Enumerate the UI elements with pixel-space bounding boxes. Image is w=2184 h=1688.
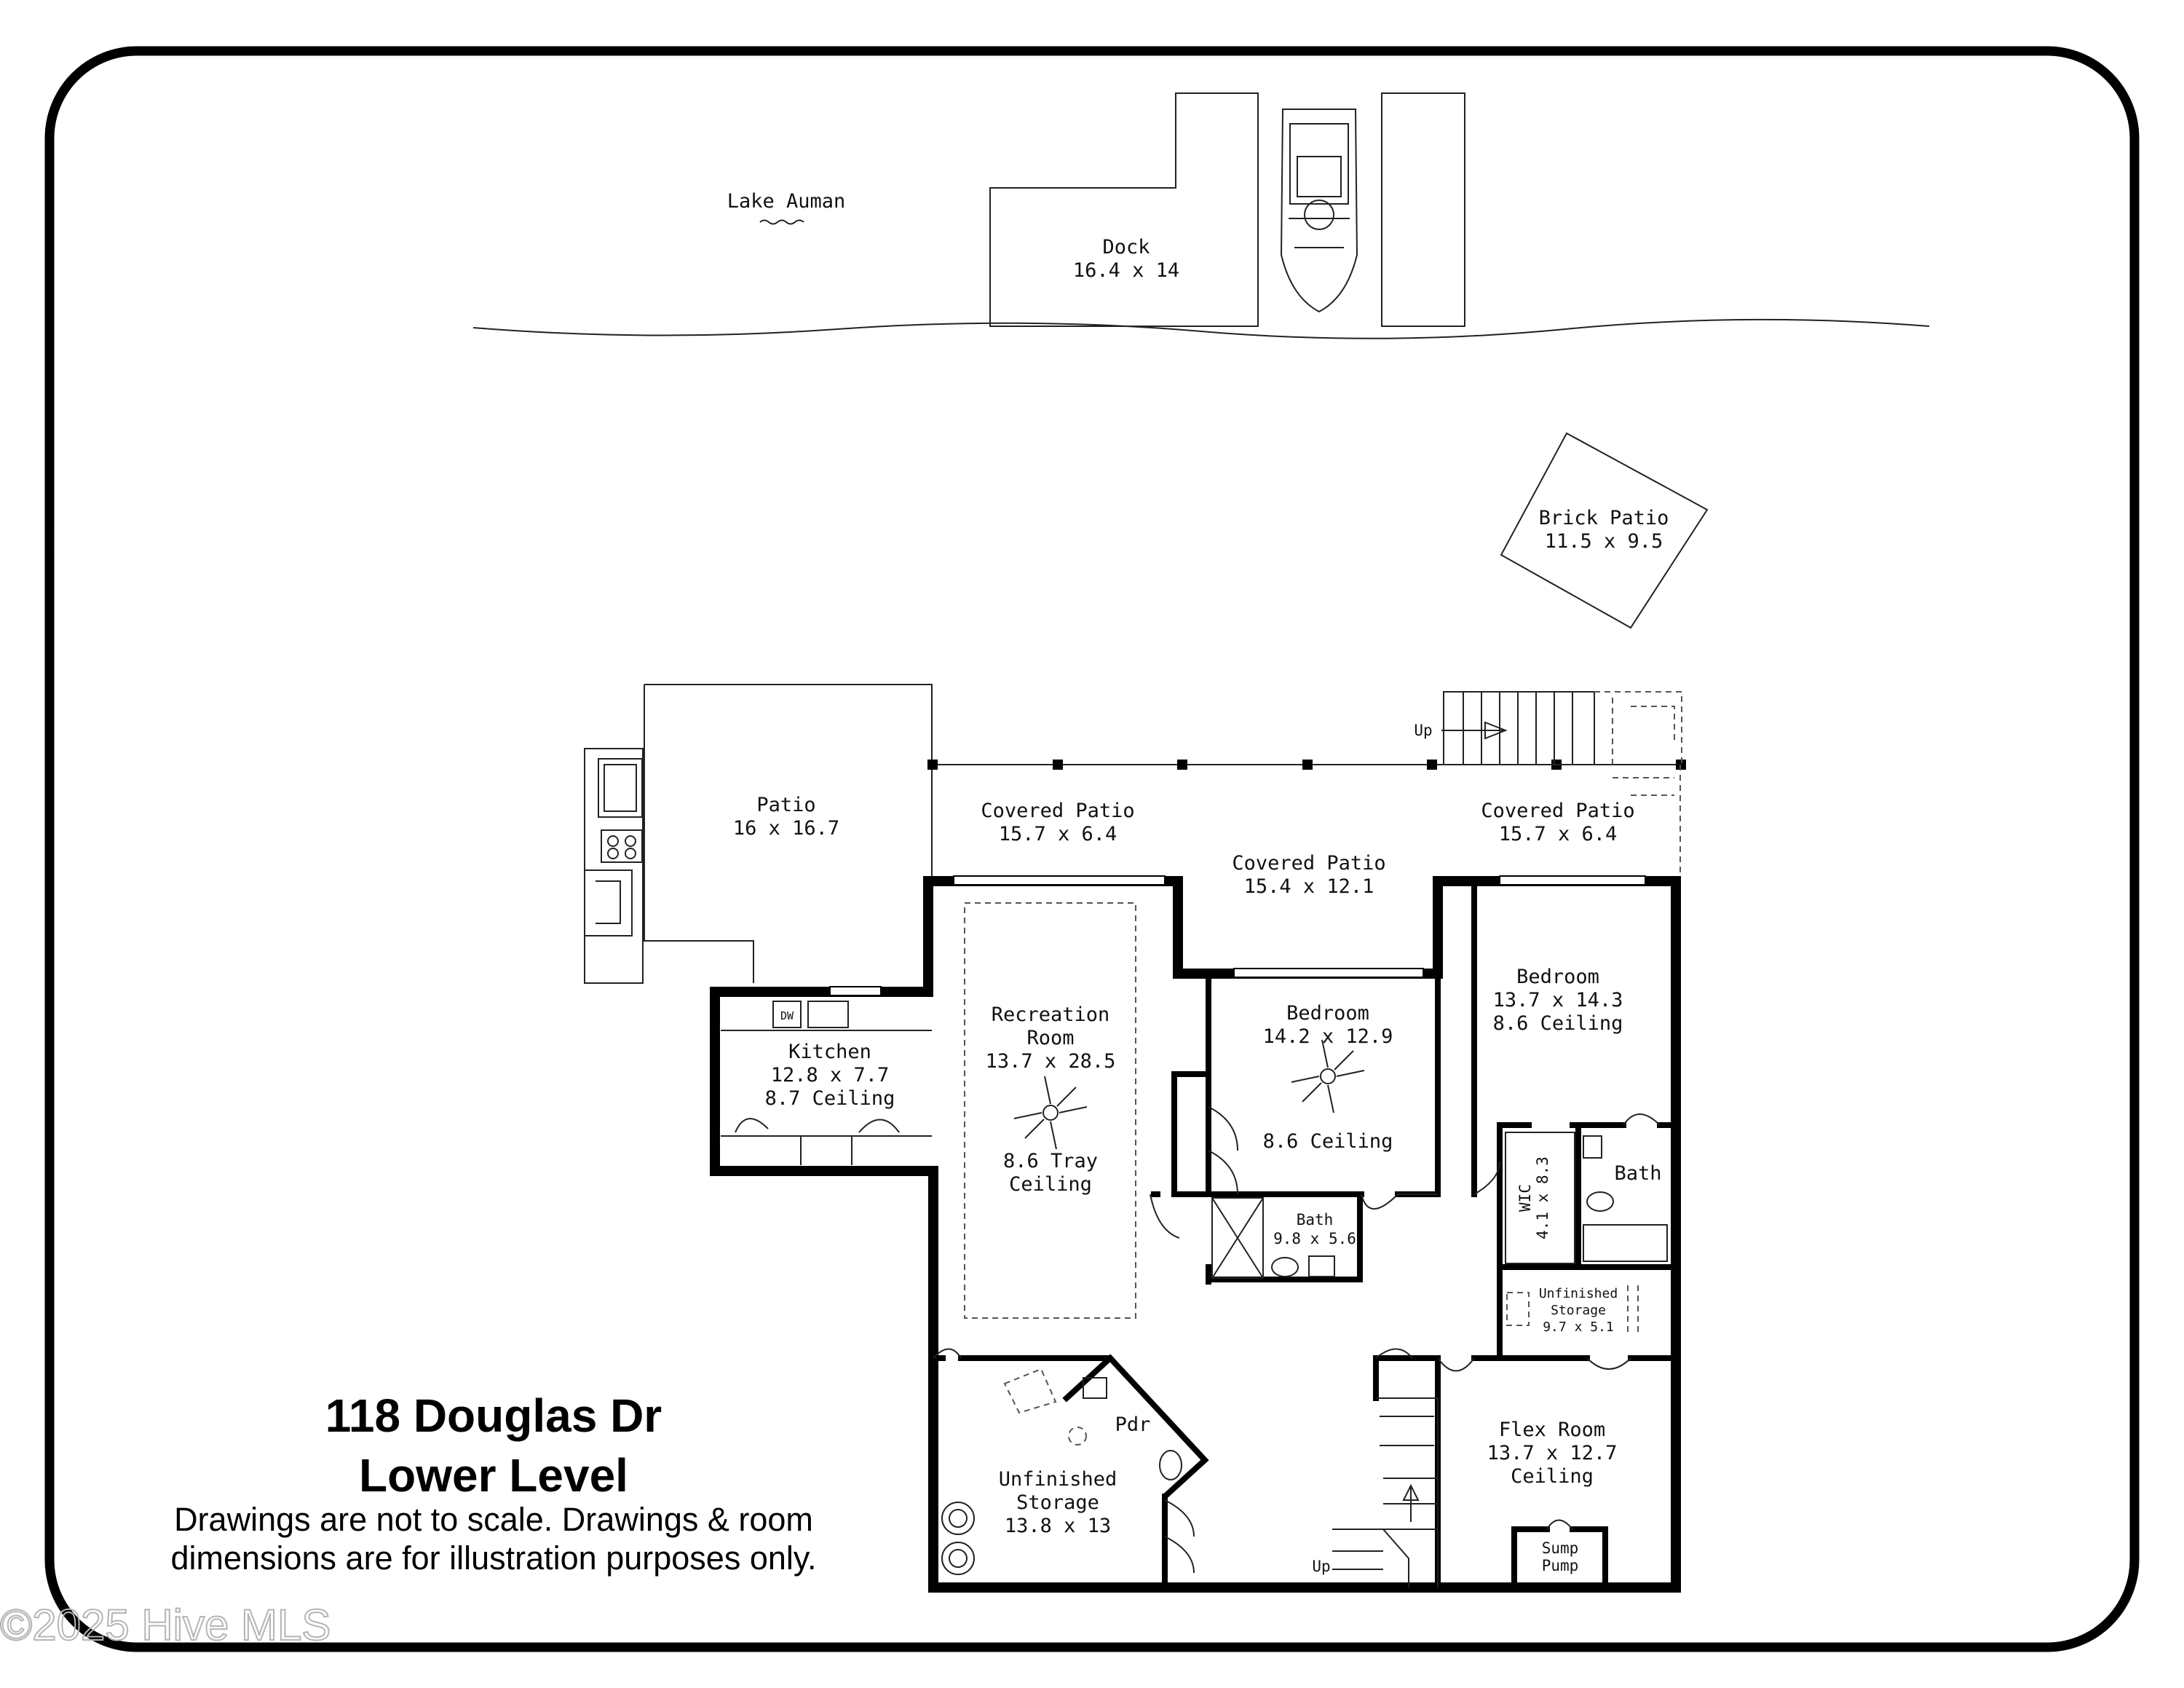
vanity-icon bbox=[1583, 1135, 1602, 1159]
bath-right-label: Bath bbox=[1614, 1162, 1661, 1185]
recreation-room-ceiling: 8.6 Tray bbox=[1003, 1150, 1098, 1172]
fireplace-icon bbox=[585, 869, 633, 936]
frame-border bbox=[44, 46, 2140, 1652]
stairs-up-bottom-label: Up bbox=[1312, 1558, 1330, 1575]
recreation-room-label: Recreation bbox=[992, 1003, 1110, 1026]
bathtub-icon bbox=[1583, 1224, 1668, 1262]
covered-patio-left-label: Covered Patio bbox=[981, 800, 1134, 822]
water-heater-icon bbox=[941, 1502, 975, 1535]
toilet-icon bbox=[1271, 1257, 1299, 1277]
wic-shelf bbox=[1505, 1132, 1575, 1264]
dock-outline bbox=[989, 92, 1259, 327]
stairs-up-top-label: Up bbox=[1414, 722, 1432, 739]
powder-room-label: Pdr bbox=[1115, 1413, 1151, 1436]
wic-label: WIC bbox=[1516, 1184, 1534, 1212]
bath-center-size: 9.8 x 5.6 bbox=[1273, 1230, 1356, 1247]
bedroom-right-ceiling: 8.6 Ceiling bbox=[1493, 1012, 1623, 1035]
covered-patio-left-size: 15.7 x 6.4 bbox=[999, 823, 1117, 845]
wic-size: 4.1 x 8.3 bbox=[1534, 1156, 1551, 1239]
bedroom-right-size: 13.7 x 14.3 bbox=[1493, 989, 1623, 1011]
unfinished-small-label: Unfinished bbox=[1539, 1286, 1618, 1301]
brick-patio-size: 11.5 x 9.5 bbox=[1545, 530, 1663, 553]
patio-size: 16 x 16.7 bbox=[733, 817, 839, 840]
unfinished-small-size: 9.7 x 5.1 bbox=[1543, 1320, 1614, 1335]
covered-patio-right-size: 15.7 x 6.4 bbox=[1499, 823, 1618, 845]
interior-walls bbox=[930, 878, 1679, 1590]
brick-patio-label: Brick Patio bbox=[1539, 507, 1669, 529]
ceiling-fan-icon bbox=[1291, 1039, 1365, 1113]
kitchen-ceiling: 8.7 Ceiling bbox=[765, 1087, 895, 1110]
level-title: Lower Level bbox=[359, 1449, 628, 1502]
sink-icon bbox=[807, 1001, 849, 1028]
dishwasher-icon bbox=[772, 1001, 802, 1028]
dock-slip-pier bbox=[1381, 92, 1465, 327]
storage-shelf-outline bbox=[1506, 1292, 1530, 1326]
boat-icon bbox=[1280, 109, 1358, 313]
water-heater-icon bbox=[941, 1542, 975, 1575]
wic-label-group: WIC 4.1 x 8.3 bbox=[1516, 1156, 1551, 1239]
recreation-room-label-2: Room bbox=[1026, 1027, 1074, 1049]
dishwasher-label: DW bbox=[780, 1009, 794, 1022]
exterior-stairs-up bbox=[1441, 691, 1682, 796]
covered-patio-center-label: Covered Patio bbox=[1232, 852, 1385, 875]
recreation-room-ceiling-2: Ceiling bbox=[1009, 1173, 1092, 1196]
sump-pump-label: Sump bbox=[1542, 1539, 1579, 1557]
lake-label: Lake Auman bbox=[727, 190, 846, 213]
kitchen-lower-counter bbox=[721, 1135, 932, 1165]
cooktop-icon bbox=[601, 829, 643, 863]
windows bbox=[829, 875, 1646, 996]
flex-room-ceiling: Ceiling bbox=[1511, 1465, 1594, 1488]
flex-room-label: Flex Room bbox=[1499, 1419, 1605, 1441]
address-title: 118 Douglas Dr bbox=[325, 1389, 662, 1442]
shower-icon bbox=[1211, 1197, 1264, 1279]
outdoor-kitchen-counter bbox=[584, 748, 644, 984]
unfinished-small-label-2: Storage bbox=[1551, 1303, 1606, 1318]
patio-outline bbox=[644, 684, 933, 983]
door-swings bbox=[933, 1106, 1661, 1574]
brick-patio-outline bbox=[1500, 432, 1709, 629]
ceiling-fan-icon bbox=[1013, 1076, 1088, 1150]
disclaimer-line-1: Drawings are not to scale. Drawings & ro… bbox=[174, 1501, 813, 1538]
bedroom-center-ceiling: 8.6 Ceiling bbox=[1263, 1130, 1393, 1153]
interior-stairs-up bbox=[1332, 1397, 1439, 1588]
storage-equipment-outline bbox=[1003, 1368, 1057, 1414]
unfinished-large-size: 13.8 x 13 bbox=[1005, 1515, 1111, 1537]
covered-patio-right-label: Covered Patio bbox=[1481, 800, 1634, 822]
recreation-room-size: 13.7 x 28.5 bbox=[986, 1050, 1116, 1073]
covered-patio-center-size: 15.4 x 12.1 bbox=[1244, 875, 1374, 898]
flex-room-size: 13.7 x 12.7 bbox=[1487, 1442, 1618, 1464]
patio-label: Patio bbox=[756, 794, 815, 816]
disclaimer-line-2: dimensions are for illustration purposes… bbox=[170, 1539, 816, 1577]
tray-ceiling-outline bbox=[964, 902, 1136, 1319]
kitchen-size: 12.8 x 7.7 bbox=[771, 1064, 890, 1086]
unfinished-large-label: Unfinished bbox=[999, 1468, 1117, 1491]
kitchen-cabinet-doors bbox=[735, 1118, 900, 1133]
watermark-text: ©2025 Hive MLS bbox=[0, 1601, 331, 1649]
bath-center-label: Bath bbox=[1297, 1211, 1334, 1228]
shoreline bbox=[472, 318, 1930, 339]
bedroom-center-label: Bedroom bbox=[1286, 1002, 1369, 1025]
dock-size: 16.4 x 14 bbox=[1073, 259, 1179, 282]
unfinished-large-label-2: Storage bbox=[1016, 1491, 1099, 1514]
toilet-icon bbox=[1159, 1450, 1182, 1480]
bedroom-right-label: Bedroom bbox=[1516, 966, 1599, 988]
dock-label: Dock bbox=[1102, 236, 1150, 259]
sump-pump-label-2: Pump bbox=[1542, 1557, 1579, 1574]
bedroom-center-size: 14.2 x 12.9 bbox=[1263, 1025, 1393, 1048]
toilet-icon bbox=[1586, 1191, 1614, 1212]
sink-icon bbox=[1083, 1377, 1107, 1399]
water-wave-icon bbox=[759, 219, 804, 225]
kitchen-label: Kitchen bbox=[788, 1041, 871, 1063]
grill-icon bbox=[598, 758, 643, 818]
vanity-icon bbox=[1308, 1255, 1335, 1277]
